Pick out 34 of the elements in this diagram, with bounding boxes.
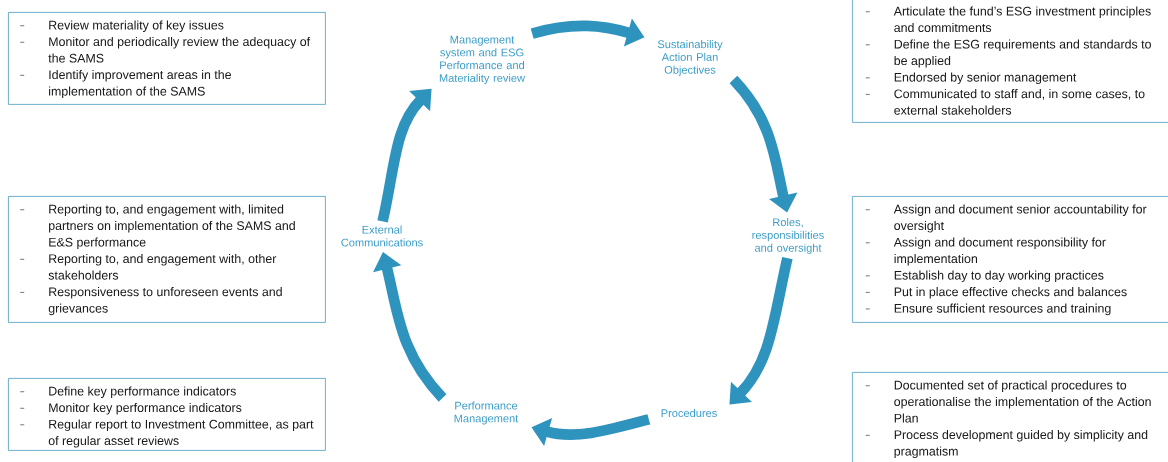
list-item: Reporting to, and engagement with, limited partners on implementation of the SAMS and E&S performance	[19, 204, 295, 249]
stage-label: Management system and ESG Performance and Materiality review	[439, 35, 526, 85]
list-item: Identify improvement areas in the implementation of the SAMS	[19, 70, 231, 99]
stage-label: External Communications	[341, 225, 423, 247]
stage-label: Performance Management	[454, 401, 519, 425]
list-item: Establish day to day working practices	[865, 270, 1104, 283]
list-item: Documented set of practical procedures to operationalise the implementation of the Action Plan	[865, 380, 1151, 423]
bullet-box	[852, 372, 1168, 462]
list-item: Assign and document senior accountability for oversight	[865, 204, 1147, 233]
list-item: Articulate the fund’s ESG investment principles and commitments	[865, 6, 1151, 33]
list-item: Regular report to Investment Committee, as part of regular asset reviews	[19, 419, 314, 448]
bullet-box	[8, 378, 326, 451]
list-item: Process development guided by simplicity and pragmatism	[865, 430, 1148, 459]
list-item: Review materiality of key issues	[19, 20, 224, 32]
list-item: Communicated to staff and, in some cases, to external stakeholders	[865, 89, 1145, 115]
list-item: Responsiveness to unforeseen events and grievances	[19, 287, 282, 316]
stage-label: Procedures	[661, 408, 717, 418]
list-item: Monitor key performance indicators	[19, 402, 242, 415]
list-item: Define key performance indicators	[19, 386, 236, 398]
list-item: Monitor and periodically review the adequacy of the SAMS	[19, 36, 311, 63]
bullet-box	[8, 12, 326, 105]
stage-label: Sustainability Action Plan Objectives	[657, 40, 723, 76]
curved-arrow	[377, 88, 432, 223]
list-item: Define the ESG requirements and standards to be applied	[865, 39, 1151, 68]
list-item: Ensure sufficient resources and training	[865, 303, 1111, 316]
list-item: Assign and document responsibility for implementation	[865, 237, 1106, 266]
bullet-box	[8, 196, 326, 323]
list-item: Put in place effective checks and balances	[865, 287, 1127, 299]
stage-label: Roles, responsibilities and oversight	[752, 218, 824, 254]
list-item: Reporting to, and engagement with, other stakeholders	[19, 254, 277, 280]
curved-arrow	[729, 257, 793, 405]
bullet-box	[852, 196, 1168, 323]
bullet-box	[852, 0, 1168, 123]
list-item: Endorsed by senior management	[865, 72, 1077, 85]
